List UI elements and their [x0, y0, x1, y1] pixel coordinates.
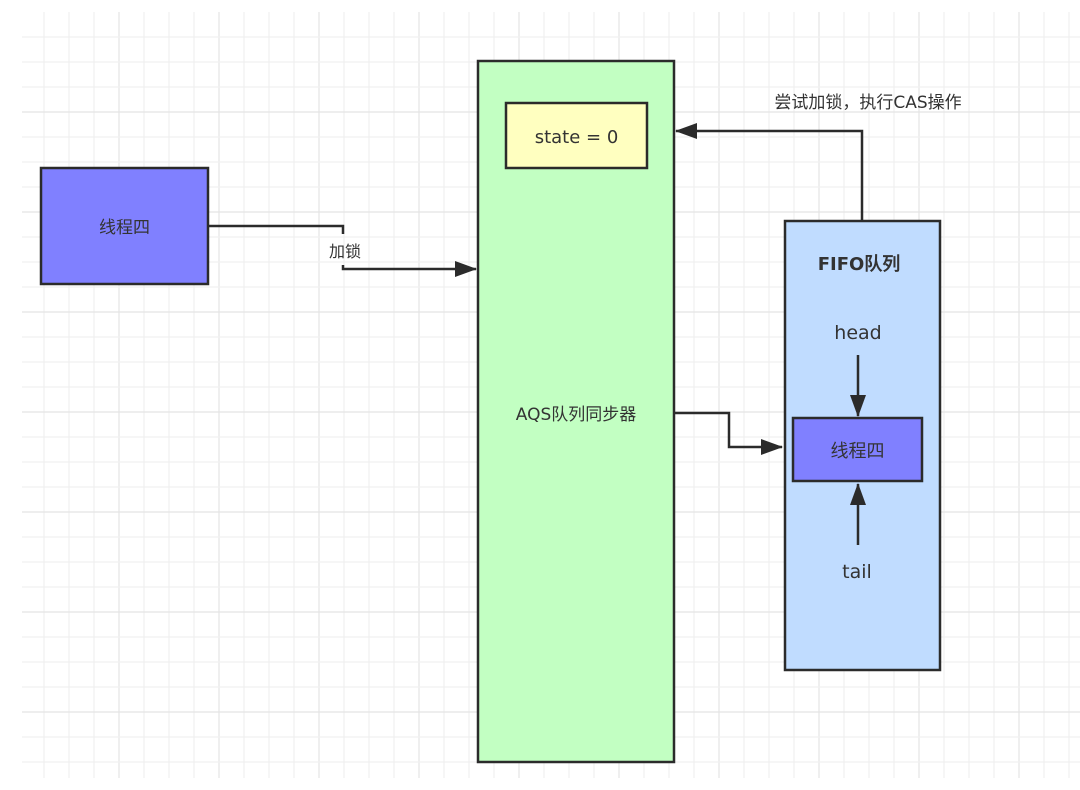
state-node[interactable]: state = 0 [504, 101, 649, 170]
thread-four-box [39, 166, 210, 286]
aqs-box [476, 59, 676, 764]
tail-label: tail [842, 561, 872, 583]
lock-edge-line-b [341, 261, 477, 277]
state-label: state = 0 [535, 127, 619, 148]
thread-four-node[interactable]: 线程四 [39, 166, 210, 286]
aqs-label: AQS队列同步器 [516, 405, 637, 425]
state-box [504, 101, 649, 170]
thread-four-label: 线程四 [99, 218, 150, 238]
lock-edge-label: 加锁 [329, 242, 361, 261]
enqueue-edge[interactable] [674, 411, 783, 455]
cas-edge-label: 尝试加锁，执行CAS操作 [774, 93, 961, 113]
queued-thread-four-node[interactable]: 线程四 [791, 416, 924, 483]
aqs-synchronizer-node[interactable]: AQS队列同步器 [476, 59, 676, 764]
cas-edge[interactable]: 尝试加锁，执行CAS操作 [675, 93, 962, 220]
lock-edge-line-a [208, 224, 345, 234]
cas-edge-line [675, 123, 864, 220]
lock-edge[interactable]: 加锁 [208, 224, 477, 277]
fifo-label: FIFO队列 [818, 253, 901, 275]
queued-thread-box [791, 416, 924, 483]
queued-thread-label: 线程四 [831, 441, 885, 462]
head-label: head [834, 322, 881, 344]
